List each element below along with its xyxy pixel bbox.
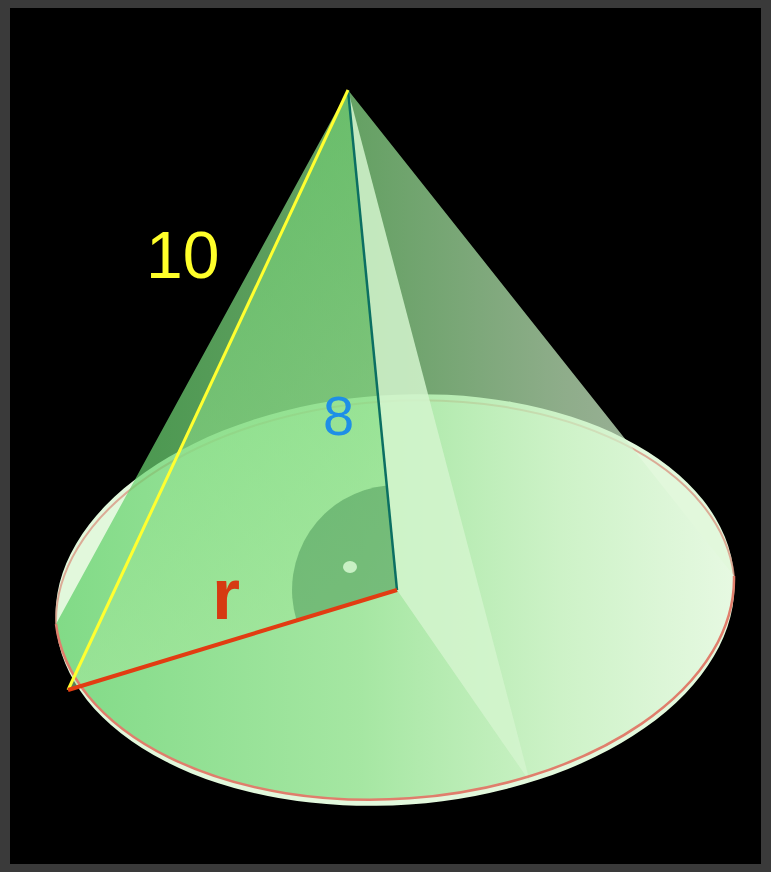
- axial-plane: [68, 90, 397, 690]
- height-line: [348, 90, 397, 590]
- radius-label: r: [212, 558, 240, 630]
- right-angle-dot: [343, 561, 357, 573]
- height-label: 8: [323, 388, 354, 444]
- right-angle-mark: [292, 485, 397, 620]
- slant-height-label: 10: [146, 222, 219, 288]
- cone-surface: [56, 90, 734, 800]
- slant-line: [68, 90, 348, 690]
- base-front-edge: [56, 576, 734, 800]
- background: [10, 8, 761, 864]
